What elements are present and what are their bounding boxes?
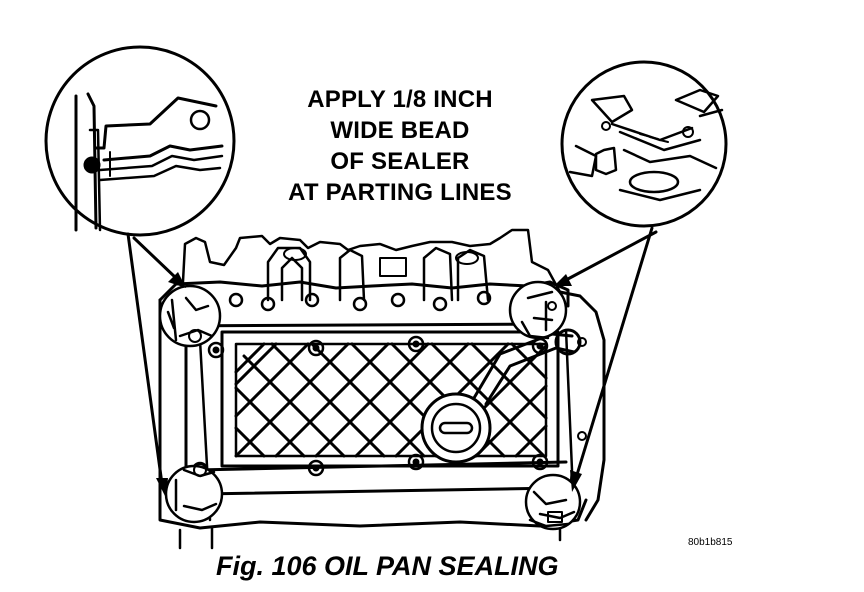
- detail-inset-right: [560, 60, 728, 228]
- instruction-line-1: APPLY 1/8 INCH: [307, 86, 493, 113]
- leader-arrows: [126, 226, 658, 486]
- instruction-line-2: WIDE BEAD: [330, 117, 470, 144]
- reference-code: 80b1b815: [688, 537, 733, 548]
- arrow-head-left-lower: [156, 478, 168, 498]
- arrow-head-right-lower: [570, 470, 582, 492]
- arrow-head-left-upper: [168, 272, 186, 288]
- windage-tray: [191, 328, 582, 479]
- parting-line-spots: [158, 280, 582, 531]
- figure-caption: Fig. 106 OIL PAN SEALING: [216, 551, 559, 581]
- arrow-head-right-upper: [554, 274, 572, 286]
- sealer-instruction: APPLY 1/8 INCH WIDE BEAD OF SEALER AT PA…: [250, 84, 550, 208]
- instruction-line-3: OF SEALER: [330, 148, 470, 175]
- detail-inset-left: [44, 45, 236, 237]
- sealer-bead-marker: [83, 156, 101, 174]
- instruction-line-4: AT PARTING LINES: [288, 179, 512, 206]
